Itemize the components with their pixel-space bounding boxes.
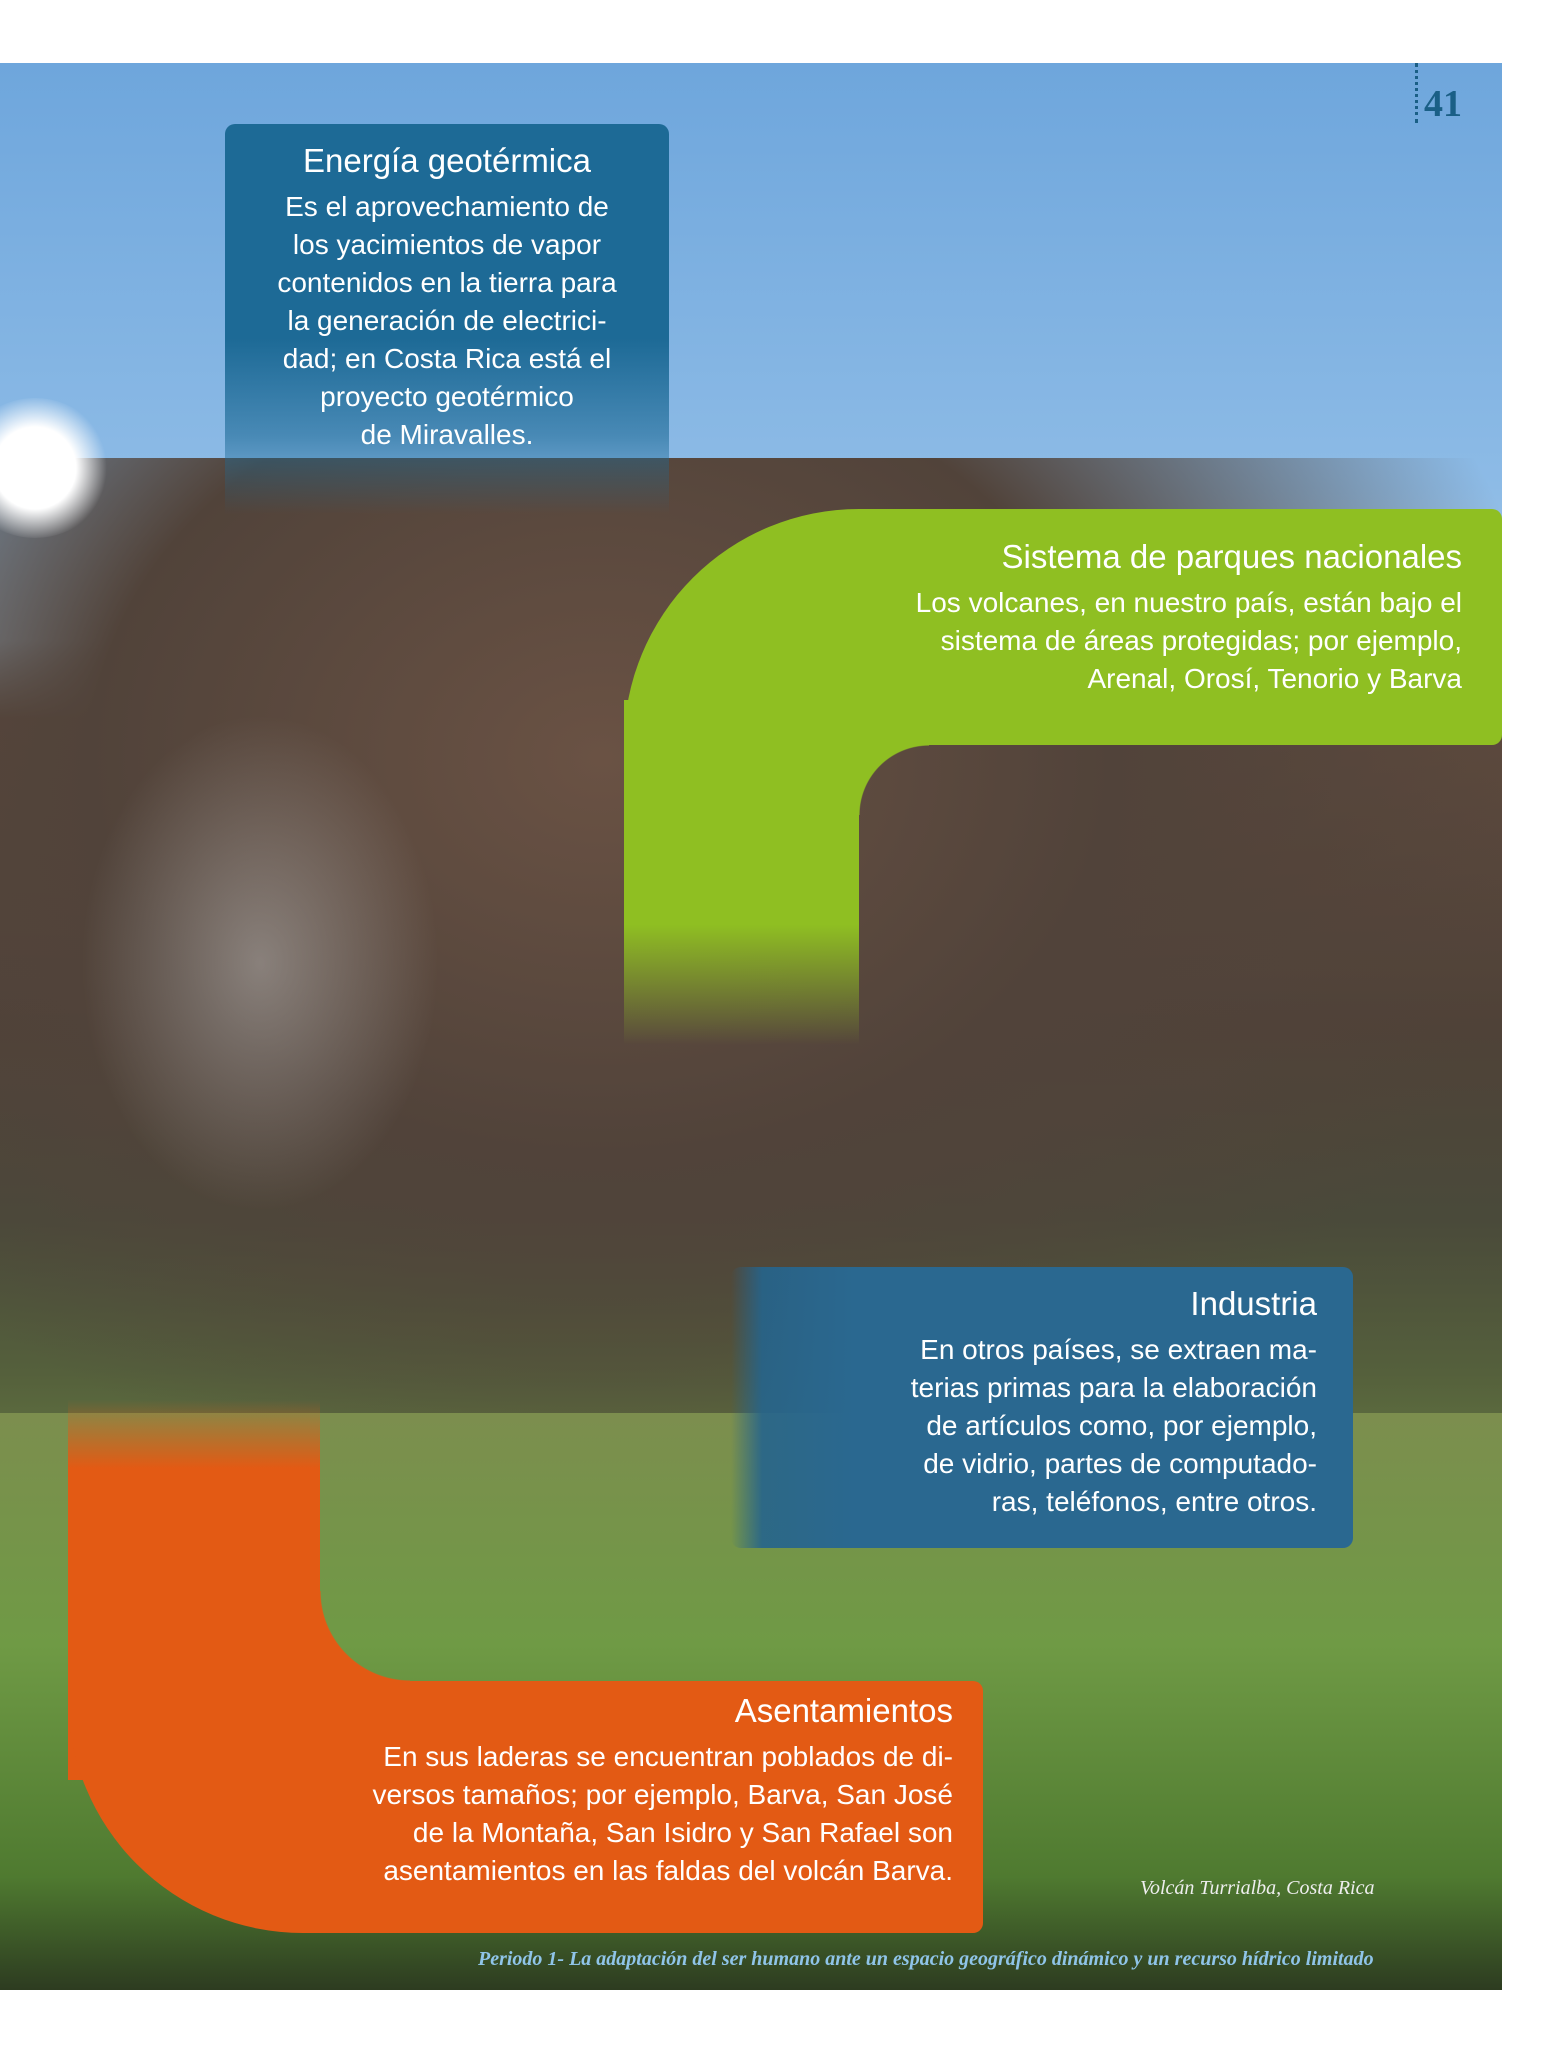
geotermica-box: Energía geotérmica Es el aprovechamiento… [225,124,669,514]
text-line: proyecto geotérmico [320,381,574,412]
text-line: Arenal, Orosí, Tenorio y Barva [1087,663,1462,694]
page-number-divider [1415,63,1418,123]
text-line: los yacimientos de vapor [292,229,602,260]
text-line: de vidrio, partes de computado- [923,1448,1317,1479]
text-line: contenidos en la tierra para [277,267,617,298]
text-line: Es el aprovechamiento de [285,191,609,222]
asentamientos-title: Asentamientos [734,1692,953,1729]
text-line: En sus laderas se encuentran poblados de… [383,1741,953,1772]
asentamientos-shape-corner [320,1591,410,1681]
parques-shape-column [624,700,859,1045]
text-line: ras, teléfonos, entre otros. [991,1486,1317,1517]
text-line: asentamientos en las faldas del volcán B… [383,1855,953,1886]
page-footer: Periodo 1- La adaptación del ser humano … [478,1948,1374,1970]
asentamientos-shape [68,1681,983,1933]
photo-caption: Volcán Turrialba, Costa Rica [1140,1877,1375,1899]
text-line: Los volcanes, en nuestro país, están baj… [915,587,1462,618]
text-line: terias primas para la elaboración [910,1372,1317,1403]
text-line: dad; en Costa Rica está el [282,343,612,374]
asentamientos-body: En sus laderas se encuentran poblados de… [320,1738,953,1890]
text-line: de artículos como, por ejemplo, [926,1410,1317,1441]
parques-body: Los volcanes, en nuestro país, están baj… [840,584,1462,698]
asentamientos-box: Asentamientos En sus laderas se encuentr… [320,1692,953,1890]
industria-title: Industria [1190,1285,1317,1322]
text-line: sistema de áreas protegidas; por ejemplo… [940,625,1462,656]
parques-box: Sistema de parques nacionales Los volcan… [840,538,1462,698]
parques-title: Sistema de parques nacionales [1001,538,1462,575]
parques-shape-corner [859,745,929,815]
industria-body: En otros países, se extraen ma- terias p… [767,1331,1317,1521]
page-number: 41 [1424,83,1462,125]
industria-box: Industria En otros países, se extraen ma… [731,1267,1353,1548]
geotermica-title: Energía geotérmica [303,142,591,179]
text-line: versos tamaños; por ejemplo, Barva, San … [372,1779,953,1810]
text-line: de la Montaña, San Isidro y San Rafael s… [412,1817,953,1848]
mist [80,713,440,1213]
text-line: En otros países, se extraen ma- [920,1334,1317,1365]
text-line: la generación de electrici- [287,305,607,336]
text-line: de Miravalles. [360,419,534,450]
geotermica-body: Es el aprovechamiento de los yacimientos… [245,188,649,454]
